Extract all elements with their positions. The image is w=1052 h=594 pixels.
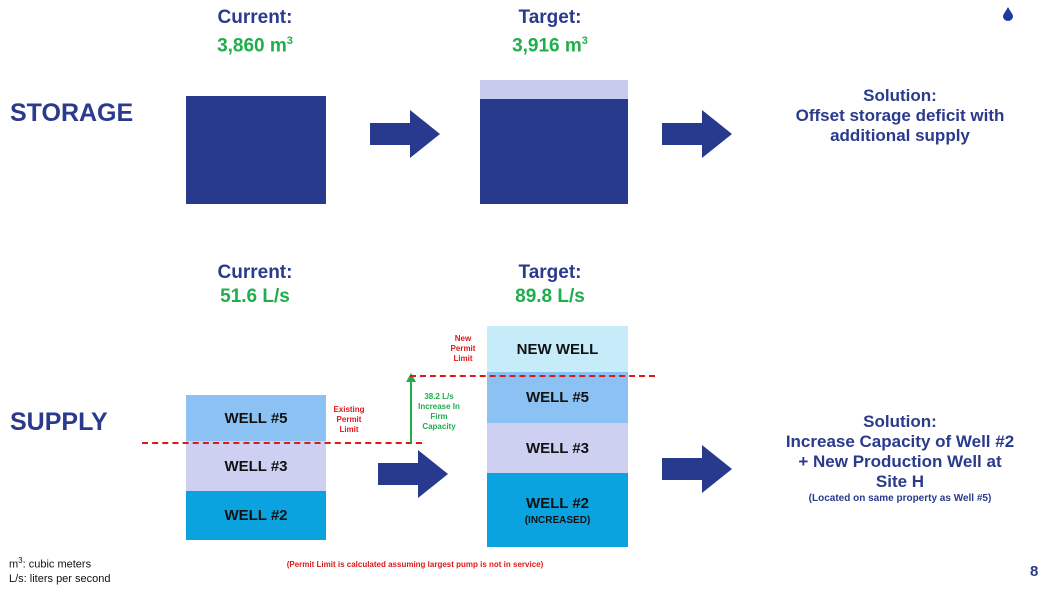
- storage-target-tank: [480, 99, 628, 204]
- footnotes: m3: cubic meters L/s: liters per second: [9, 554, 189, 586]
- supply-current-label: Current:: [217, 262, 293, 283]
- permit-limit-note: (Permit Limit is calculated assuming lar…: [286, 560, 544, 569]
- supply-current-stack: WELL #5 WELL #3 WELL #2: [186, 395, 326, 540]
- arrow-right-icon: [662, 110, 732, 158]
- target-well-2: WELL #2 (INCREASED): [487, 473, 628, 547]
- capacity-increase-arrow-icon: [406, 373, 416, 443]
- increase-line-2: Increase In: [418, 402, 460, 411]
- storage-solution-line-1: Offset storage deficit with: [795, 106, 1005, 125]
- existing-permit-limit-line: [142, 442, 422, 444]
- arrow-right-icon: [662, 445, 732, 493]
- supply-solution-line-2: + New Production Well at: [798, 452, 1002, 471]
- footnote-m3-unit: m: [9, 558, 19, 571]
- new-permit-limit-label: New Permit Limit: [440, 334, 486, 364]
- arrow-right-icon: [370, 110, 440, 158]
- capacity-increase-label: 38.2 L/s Increase In Firm Capacity: [414, 392, 464, 432]
- target-well-2-label: WELL #2: [525, 494, 590, 512]
- footnote-m3: m3: cubic meters: [9, 554, 189, 572]
- supply-solution: Solution: Increase Capacity of Well #2 +…: [760, 412, 1040, 505]
- target-well-3: WELL #3: [487, 423, 628, 473]
- current-well-3: WELL #3: [186, 441, 326, 491]
- new-permit-limit-line: [410, 375, 655, 377]
- existing-limit-line-3: Limit: [339, 425, 359, 434]
- increase-line-1: 38.2 L/s: [424, 392, 454, 401]
- storage-solution-label: Solution:: [863, 86, 937, 105]
- storage-current-unit-sup: 3: [286, 35, 293, 47]
- arrow-right-icon: [378, 450, 448, 498]
- storage-current-value: 3,860 m3: [155, 30, 355, 57]
- new-limit-line-3: Limit: [453, 354, 473, 363]
- supply-target-value: 89.8 L/s: [515, 286, 585, 307]
- supply-solution-label: Solution:: [863, 412, 937, 431]
- storage-current-label: Current:: [217, 7, 293, 28]
- target-well-3-label: WELL #3: [525, 439, 590, 457]
- storage-section-label: STORAGE: [10, 99, 134, 127]
- supply-target-label: Target:: [518, 262, 582, 283]
- footnote-m3-sup: 3: [18, 556, 23, 565]
- page-number: 8: [1030, 563, 1039, 580]
- storage-target-added-capacity: [480, 80, 628, 99]
- footnote-m3-text: : cubic meters: [22, 558, 92, 571]
- storage-solution-line-2: additional supply: [830, 126, 970, 145]
- water-drop-icon: [1003, 7, 1013, 21]
- storage-target-label: Target:: [518, 7, 582, 28]
- target-well-5: WELL #5: [487, 372, 628, 423]
- supply-section-label: SUPPLY: [10, 408, 108, 436]
- target-well-2-sub: (INCREASED): [524, 514, 591, 526]
- supply-solution-line-3: Site H: [875, 472, 925, 491]
- new-limit-line-1: New: [454, 334, 472, 343]
- footnote-ls: L/s: liters per second: [9, 572, 111, 585]
- target-well-5-label: WELL #5: [525, 389, 590, 406]
- storage-target-value: 3,916 m3: [450, 30, 650, 57]
- target-well-new: NEW WELL: [487, 326, 628, 372]
- new-limit-line-2: Permit: [450, 344, 476, 353]
- supply-target-stack: NEW WELL WELL #5 WELL #3 WELL #2 (INCREA…: [487, 326, 628, 547]
- current-well-2: WELL #2: [186, 491, 326, 540]
- storage-solution: Solution: Offset storage deficit with ad…: [760, 86, 1040, 146]
- storage-current-number: 3,860 m: [217, 35, 287, 57]
- existing-limit-line-2: Permit: [336, 415, 362, 424]
- storage-target-unit-sup: 3: [581, 35, 588, 47]
- supply-solution-note: (Located on same property as Well #5): [808, 493, 992, 504]
- increase-line-4: Capacity: [422, 422, 456, 431]
- increase-line-3: Firm: [430, 412, 448, 421]
- supply-current-value: 51.6 L/s: [220, 286, 290, 307]
- storage-target-number: 3,916 m: [512, 35, 582, 57]
- supply-solution-line-1: Increase Capacity of Well #2: [785, 432, 1015, 451]
- current-well-5: WELL #5: [186, 395, 326, 441]
- existing-permit-limit-label: Existing Permit Limit: [326, 405, 372, 435]
- target-well-new-label: NEW WELL: [516, 340, 599, 358]
- existing-limit-line-1: Existing: [333, 405, 365, 414]
- storage-current-tank: [186, 96, 326, 204]
